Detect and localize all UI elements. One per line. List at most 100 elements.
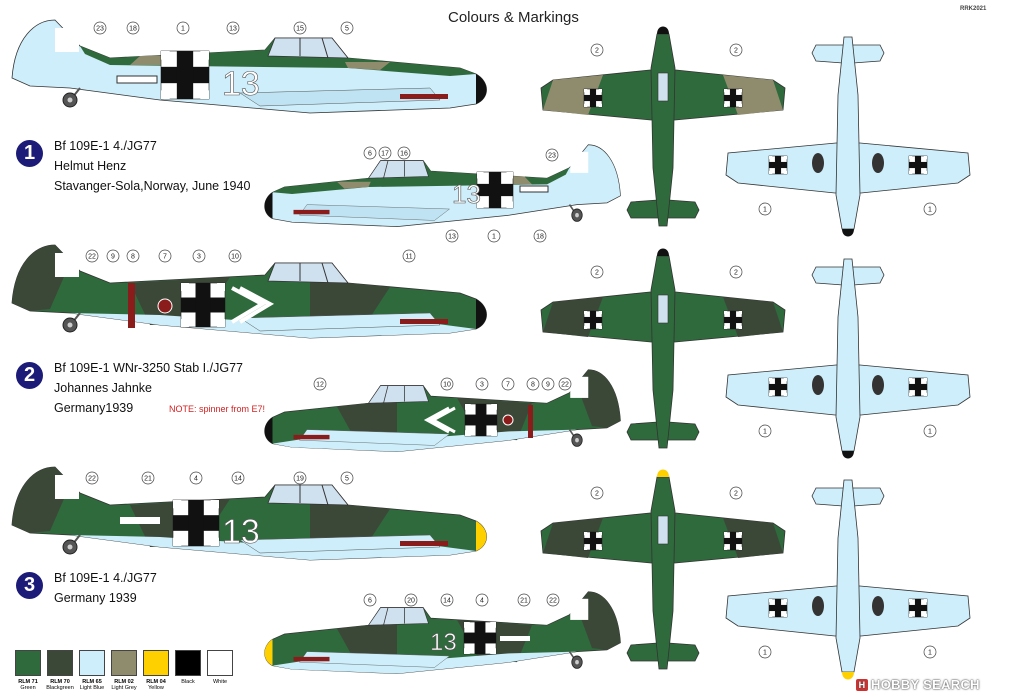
- spinner: [842, 229, 854, 237]
- scheme-number-badge: 3: [16, 572, 43, 599]
- tail-marking-area: [570, 151, 589, 173]
- wing: [239, 312, 441, 332]
- callout-number: 3: [197, 254, 201, 261]
- callout-marker: 23: [93, 21, 107, 35]
- callout-number: 1: [928, 650, 932, 657]
- callout-marker: 14: [231, 471, 245, 485]
- canopy: [267, 37, 349, 59]
- paint-swatch-white: White: [207, 650, 233, 691]
- werknummer: 3250: [68, 258, 82, 264]
- fuselage: [650, 255, 676, 449]
- scheme-2-upper-view: [540, 248, 786, 449]
- canopy: [267, 484, 349, 506]
- callout-marker: 19: [293, 471, 307, 485]
- callout-number: 1: [928, 429, 932, 436]
- callout-number: 1: [763, 650, 767, 657]
- balkenkreuz: [188, 500, 204, 546]
- callout-marker: 13: [226, 21, 240, 35]
- callout-number: 11: [405, 254, 412, 261]
- scheme-number-badge: 2: [16, 362, 43, 389]
- callout-marker: 11: [402, 249, 416, 263]
- wing: [299, 204, 451, 221]
- scheme-3-upper-view: [540, 469, 786, 670]
- callout-marker: 7: [501, 377, 515, 391]
- wheel-well: [812, 375, 824, 395]
- product-code: RRK2021: [960, 6, 987, 12]
- scheme-1-upper-view: [540, 26, 786, 227]
- balkenkreuz: [914, 156, 922, 174]
- scheme-1-port-side: [11, 19, 487, 114]
- callout-number: 5: [345, 476, 349, 483]
- callout-marker: 18: [533, 229, 547, 243]
- callout-number: 12: [316, 382, 324, 389]
- callout-marker: 5: [340, 21, 354, 35]
- exhaust: [400, 319, 448, 324]
- spinner: [657, 26, 669, 34]
- scheme-2-lower-view: [725, 258, 971, 459]
- fuselage-code: 13: [430, 629, 457, 656]
- callout-marker: 8: [126, 249, 140, 263]
- callout-marker: 1: [487, 229, 501, 243]
- callout-number: 22: [88, 476, 96, 483]
- callout-number: 7: [506, 382, 510, 389]
- paint-swatch-black: Black: [175, 650, 201, 691]
- callout-number: 20: [407, 598, 415, 605]
- balkenkreuz: [729, 311, 737, 329]
- callout-number: 14: [234, 476, 242, 483]
- callout-number: 14: [443, 598, 451, 605]
- callout-marker: 23: [545, 148, 559, 162]
- aircraft-type: Bf 109E-1 WNr-3250 Stab I./JG77: [54, 361, 243, 375]
- callout-number: 19: [296, 476, 304, 483]
- location-date: Germany1939: [54, 401, 134, 415]
- tail-marking-area: [570, 376, 589, 398]
- page-title: Colours & Markings: [448, 9, 579, 26]
- callout-number: 23: [96, 26, 104, 33]
- callout-marker: 3: [192, 249, 206, 263]
- callout-number: 5: [345, 26, 349, 33]
- balkenkreuz: [176, 51, 194, 99]
- callout-number: 18: [129, 26, 137, 33]
- callout-marker: 15: [293, 21, 307, 35]
- canopy: [367, 385, 429, 404]
- tail-marking-area: [55, 253, 79, 277]
- callout-marker: 22: [85, 249, 99, 263]
- callout-marker: 1: [923, 645, 937, 659]
- callout-number: 9: [546, 382, 550, 389]
- callout-marker: 21: [517, 593, 531, 607]
- fuselage: [650, 476, 676, 670]
- exhaust: [400, 94, 448, 99]
- tail-marking-area: [570, 598, 589, 620]
- callout-marker: 4: [189, 471, 203, 485]
- callout-number: 17: [381, 151, 389, 158]
- callout-marker: 6: [363, 146, 377, 160]
- location-date: Stavanger-Sola,Norway, June 1940: [54, 179, 251, 193]
- spinner: [476, 74, 487, 104]
- balkenkreuz: [774, 599, 782, 617]
- fuselage-code: 13: [452, 179, 481, 209]
- callout-number: 10: [443, 382, 451, 389]
- callout-number: 22: [88, 254, 96, 261]
- callout-marker: 3: [475, 377, 489, 391]
- spinner: [842, 672, 854, 680]
- pilot-name: Helmut Henz: [54, 159, 127, 173]
- callout-marker: 18: [126, 21, 140, 35]
- canopy: [367, 160, 429, 179]
- callout-marker: 21: [141, 471, 155, 485]
- callout-number: 21: [144, 476, 152, 483]
- callout-number: 8: [131, 254, 135, 261]
- callout-number: 6: [368, 598, 372, 605]
- exhaust: [293, 209, 330, 215]
- callout-number: 2: [734, 491, 738, 498]
- balkenkreuz: [914, 378, 922, 396]
- callout-number: 1: [928, 207, 932, 214]
- callout-number: 2: [734, 270, 738, 277]
- callout-marker: 20: [404, 593, 418, 607]
- wing: [299, 651, 451, 668]
- callout-number: 9: [111, 254, 115, 261]
- balkenkreuz: [589, 532, 597, 550]
- scheme-1-starboard-side: [264, 144, 621, 227]
